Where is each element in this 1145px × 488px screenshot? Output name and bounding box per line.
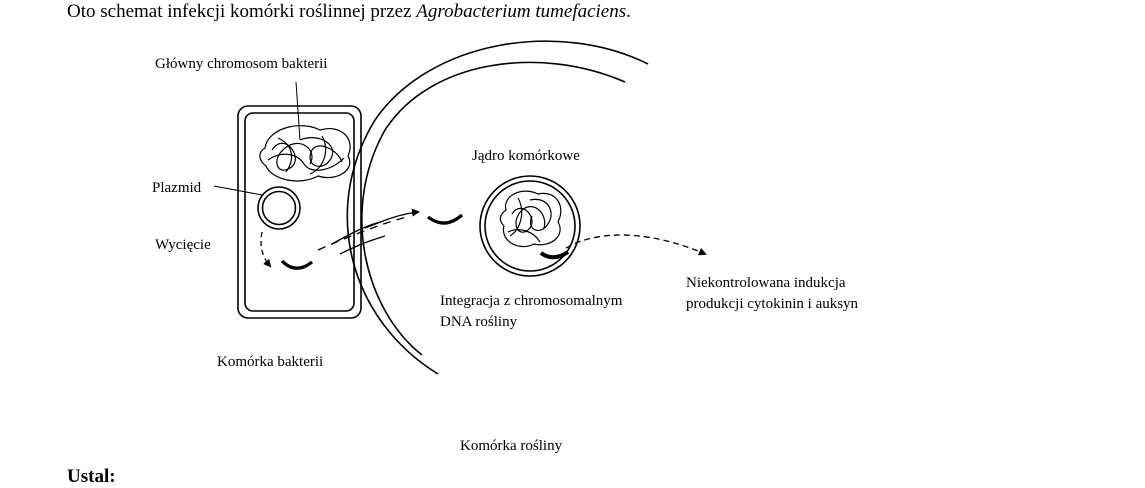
excision-label: Wycięcie xyxy=(155,237,211,253)
bacterial-cell xyxy=(237,105,362,319)
bacterial-chromosome xyxy=(259,125,351,182)
transferred-fragment xyxy=(427,213,464,225)
plant-cell-wall xyxy=(346,40,649,375)
plasmid-label: Plazmid xyxy=(152,180,202,196)
intro-suffix: . xyxy=(626,1,631,22)
integrated-tdna xyxy=(539,250,570,260)
intro-sentence: Oto schemat infekcji komórki roślinnej p… xyxy=(67,1,631,23)
plant-chromosome xyxy=(499,190,562,248)
label-pointers xyxy=(213,81,301,196)
nucleus-label: Jądro komórkowe xyxy=(472,148,580,164)
excised-fragment xyxy=(280,259,314,270)
plant-cell-label: Komórka rośliny xyxy=(460,438,563,454)
induction-arrow xyxy=(565,234,707,256)
plant-nucleus xyxy=(479,175,581,277)
bacterial-cell-label: Komórka bakterii xyxy=(217,354,323,370)
induction-label-line2: produkcji cytokinin i auksyn xyxy=(686,296,859,312)
excision-arrow xyxy=(260,231,272,268)
integration-label-line1: Integracja z chromosomalnym xyxy=(440,293,623,309)
induction-label-line1: Niekontrolowana indukcja xyxy=(686,275,846,291)
intro-prefix: Oto schemat infekcji komórki roślinnej p… xyxy=(67,1,417,22)
species-name: Agrobacterium tumefaciens xyxy=(416,1,627,22)
integration-label-line2: DNA rośliny xyxy=(440,314,518,330)
task-heading: Ustal: xyxy=(67,466,116,487)
main-chromosome-label: Główny chromosom bakterii xyxy=(155,56,327,72)
transfer-paths xyxy=(317,208,420,255)
plasmid-circle xyxy=(257,186,301,230)
